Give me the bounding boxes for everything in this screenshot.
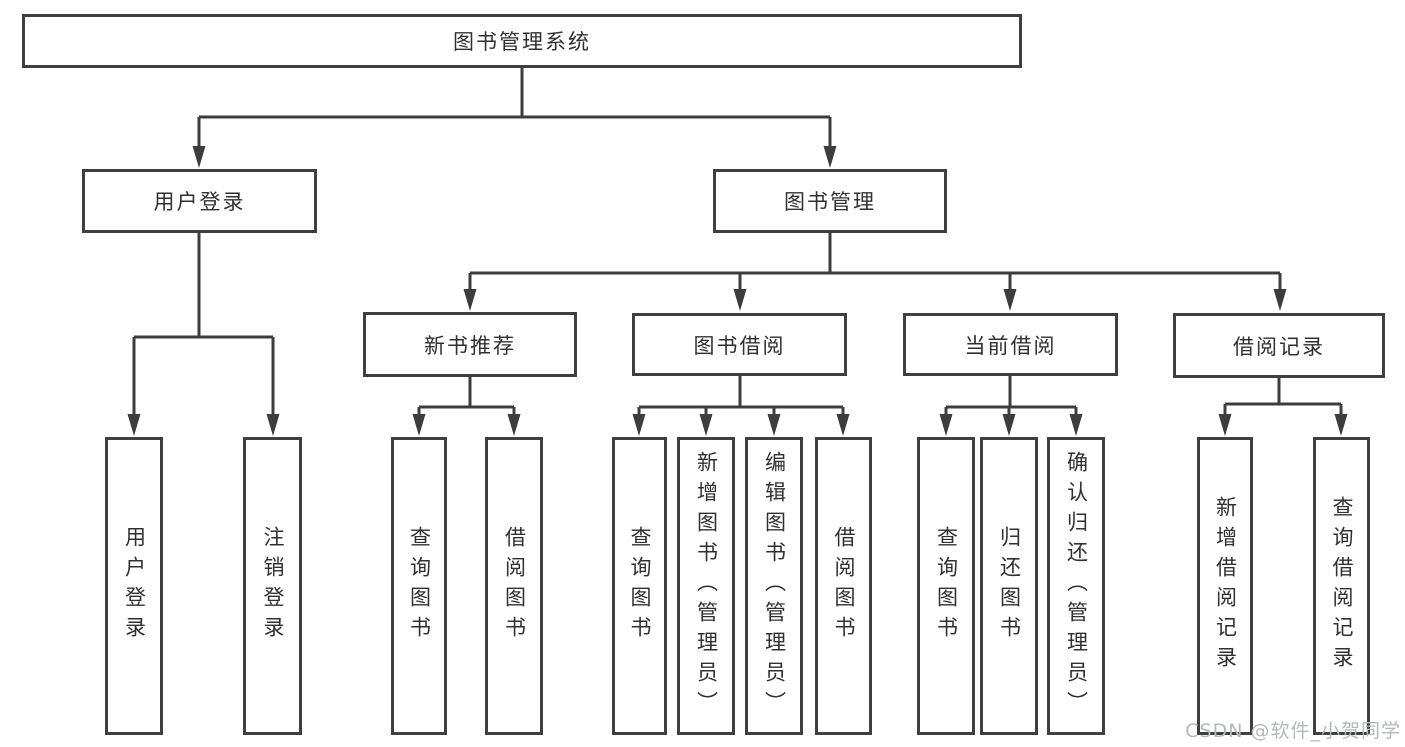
leaf-current-query-books: 查询图书 — [917, 437, 975, 735]
leaf-newbook-query-books: 查询图书 — [391, 437, 447, 735]
leaf-query-borrow-record: 查询借阅记录 — [1313, 437, 1370, 735]
leaf-user-login: 用户登录 — [105, 437, 163, 735]
node-user-login: 用户登录 — [82, 169, 317, 233]
node-current-borrow: 当前借阅 — [903, 313, 1118, 376]
leaf-edit-books-admin: 编辑图书（管理员） — [745, 437, 803, 735]
leaf-add-books-admin: 新增图书（管理员） — [677, 437, 735, 735]
leaf-confirm-return-admin: 确认归还（管理员） — [1047, 437, 1105, 735]
leaf-borrow-query-books: 查询图书 — [612, 437, 667, 735]
csdn-watermark: CSDN @软件_小贺同学 — [1185, 720, 1401, 742]
connector-shafts — [132, 68, 1343, 416]
leaf-newbook-borrow-books: 借阅图书 — [485, 437, 543, 735]
node-borrow-record: 借阅记录 — [1173, 313, 1385, 378]
node-book-management: 图书管理 — [713, 169, 947, 233]
node-book-borrow: 图书借阅 — [632, 313, 847, 376]
node-library-management-system: 图书管理系统 — [22, 14, 1022, 68]
leaf-add-borrow-record: 新增借阅记录 — [1197, 437, 1253, 735]
arrowheads — [127, 146, 1348, 436]
leaf-borrow-books: 借阅图书 — [815, 437, 872, 735]
node-new-book-recommend: 新书推荐 — [363, 312, 577, 377]
leaf-return-books: 归还图书 — [980, 437, 1038, 735]
leaf-logout: 注销登录 — [243, 437, 302, 735]
